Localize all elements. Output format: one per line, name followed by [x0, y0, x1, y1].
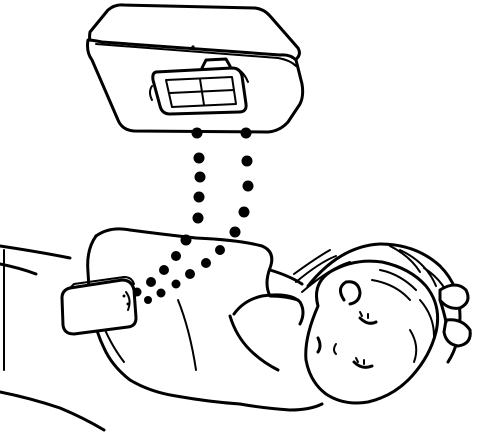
- sleeping-child-icon: [0, 229, 470, 430]
- signal-dots-icon: [133, 128, 254, 305]
- ceiling-receiver-icon: [88, 5, 303, 132]
- hair-bow-icon: [440, 285, 470, 346]
- wearable-transmitter-icon: [62, 277, 136, 334]
